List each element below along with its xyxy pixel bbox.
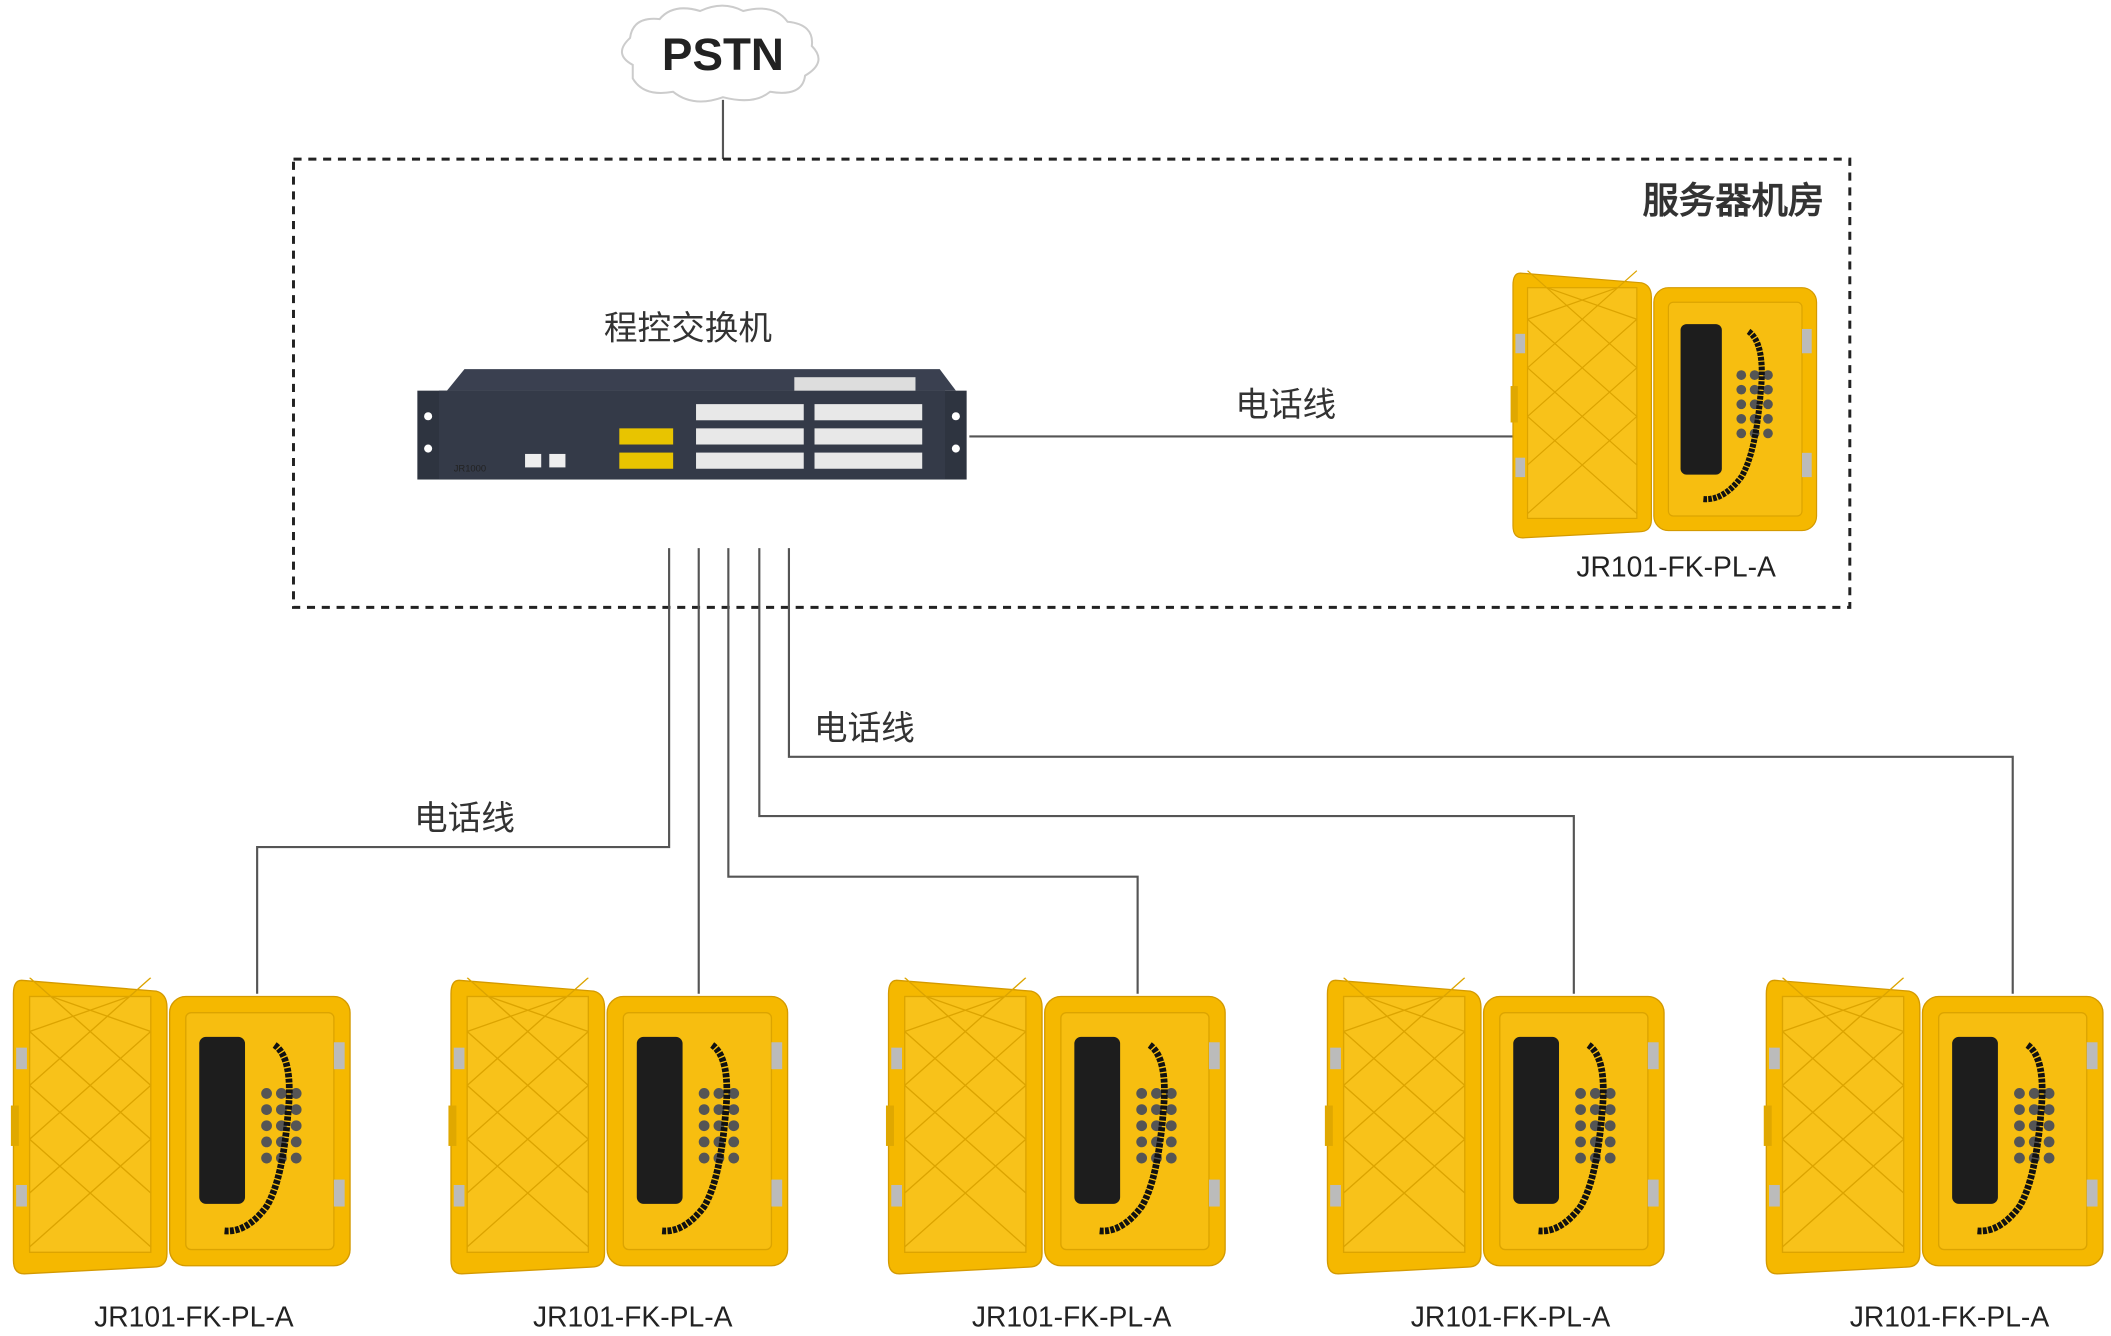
wire-label-left: 电话线 bbox=[414, 799, 515, 838]
pstn-cloud: PSTN bbox=[620, 4, 820, 103]
switch-title: 程控交换机 bbox=[604, 309, 772, 348]
field-phone-3 bbox=[886, 978, 1225, 1274]
field-phone-5-model: JR101-FK-PL-A bbox=[1850, 1300, 2050, 1332]
wire-label-middle: 电话线 bbox=[814, 708, 915, 747]
switch-model: JR1000 bbox=[454, 462, 486, 473]
room-phone-model: JR101-FK-PL-A bbox=[1576, 550, 1776, 582]
server-room-label: 服务器机房 bbox=[1643, 179, 1825, 222]
wire-phone-5 bbox=[787, 548, 2014, 994]
field-phone-1-model: JR101-FK-PL-A bbox=[94, 1300, 294, 1332]
wire-label-right: 电话线 bbox=[1235, 385, 1336, 424]
pbx-switch: JR1000 bbox=[417, 369, 967, 480]
pstn-label: PSTN bbox=[662, 29, 784, 80]
field-phone-4 bbox=[1325, 978, 1664, 1274]
field-phone-2 bbox=[448, 978, 787, 1274]
wire-phone-1 bbox=[256, 548, 671, 994]
field-phone-3-model: JR101-FK-PL-A bbox=[972, 1300, 1172, 1332]
field-phone-5 bbox=[1764, 978, 2103, 1274]
room-phone bbox=[1511, 271, 1817, 538]
field-phone-2-model: JR101-FK-PL-A bbox=[533, 1300, 733, 1332]
wire-phone-4 bbox=[758, 548, 1575, 994]
wire-phone-3 bbox=[727, 548, 1139, 994]
field-phone-1 bbox=[11, 978, 350, 1274]
field-phone-4-model: JR101-FK-PL-A bbox=[1411, 1300, 1611, 1332]
server-room-boundary bbox=[292, 157, 1852, 609]
